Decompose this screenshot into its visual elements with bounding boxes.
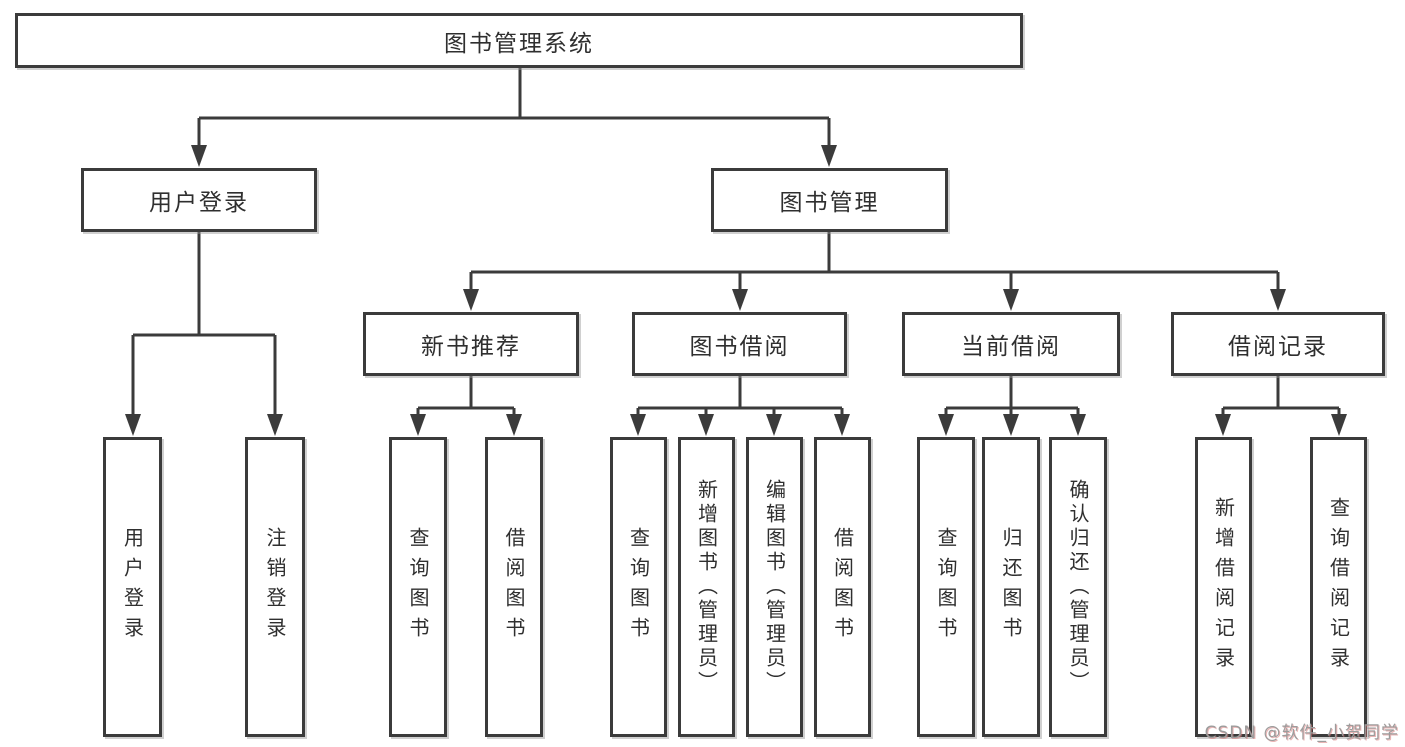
node-return-books-label: 归还图书 [999,527,1023,647]
node-user-login-label: 用户登录 [149,190,249,216]
node-query-borrow-record-label: 查询借阅记录 [1326,497,1351,677]
node-edit-books-admin: 编辑图书（管理员） [746,437,803,737]
node-query-borrow-record: 查询借阅记录 [1310,437,1367,737]
node-query-books-current-label: 查询图书 [934,527,958,647]
node-user-login-leaf-label: 用户登录 [120,527,145,647]
node-borrow-books-recommend-label: 借阅图书 [502,527,526,647]
node-borrow-books-recommend: 借阅图书 [485,437,543,737]
node-query-books-recommend: 查询图书 [389,437,447,737]
node-query-books-borrowing: 查询图书 [610,437,667,737]
node-book-borrowing-label: 图书借阅 [689,334,790,360]
node-query-books-recommend-label: 查询图书 [406,527,430,647]
node-user-login: 用户登录 [81,168,317,232]
node-logout: 注销登录 [245,437,305,737]
arrowheads [125,145,1347,436]
node-book-borrowing: 图书借阅 [632,312,847,376]
node-add-books-admin-label: 新增图书（管理员） [694,479,719,695]
node-add-books-admin: 新增图书（管理员） [678,437,735,737]
node-add-borrow-record-label: 新增借阅记录 [1211,497,1236,677]
node-borrowing-records-label: 借阅记录 [1228,334,1328,360]
node-library-system: 图书管理系统 [15,13,1023,68]
node-confirm-return-admin: 确认归还（管理员） [1049,437,1107,737]
node-borrow-books-label: 借阅图书 [830,527,855,647]
node-confirm-return-admin-label: 确认归还（管理员） [1066,479,1090,695]
node-logout-label: 注销登录 [263,527,287,647]
node-query-books-borrowing-label: 查询图书 [626,527,651,647]
node-current-borrowing: 当前借阅 [902,312,1120,376]
node-borrowing-records: 借阅记录 [1171,312,1385,376]
node-borrow-books: 借阅图书 [814,437,871,737]
node-book-management-label: 图书管理 [779,190,880,216]
node-new-book-recommend-label: 新书推荐 [421,334,521,360]
node-current-borrowing-label: 当前借阅 [961,334,1061,360]
node-user-login-leaf: 用户登录 [103,437,162,737]
node-library-system-label: 图书管理系统 [444,30,594,57]
watermark: CSDN @软件_小贺同学 [1204,723,1399,743]
node-query-books-current: 查询图书 [917,437,975,737]
node-add-borrow-record: 新增借阅记录 [1195,437,1252,737]
node-new-book-recommend: 新书推荐 [363,312,579,376]
node-book-management: 图书管理 [711,168,948,232]
node-edit-books-admin-label: 编辑图书（管理员） [762,479,787,695]
node-return-books: 归还图书 [982,437,1040,737]
